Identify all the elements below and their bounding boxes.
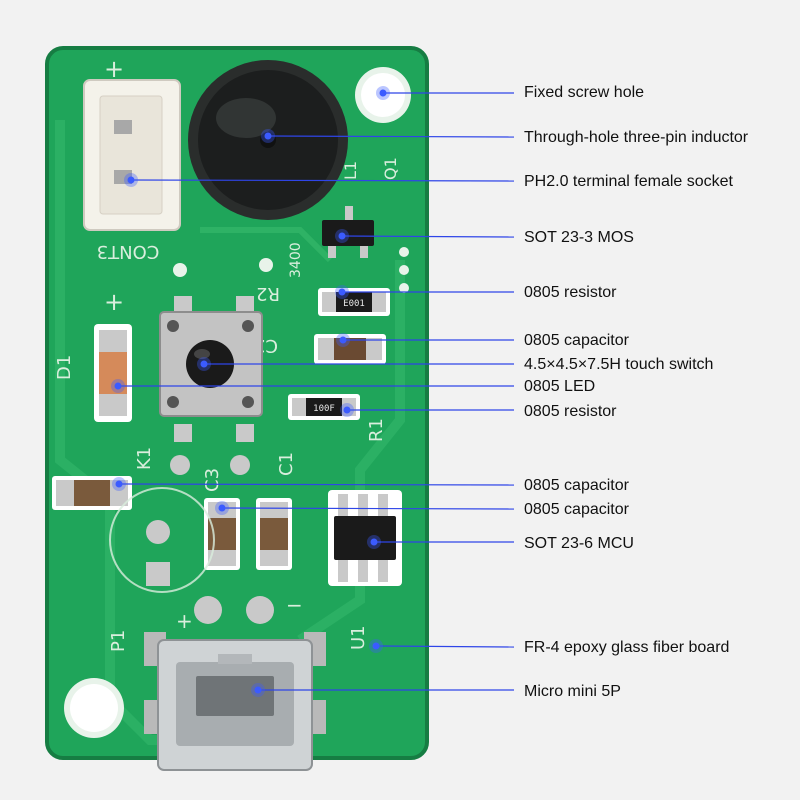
callout-line-fr4-board (375, 645, 515, 648)
capacitor-c3 (204, 498, 240, 570)
callout-dot-resistor-top (338, 288, 346, 296)
power-pad-plus (194, 596, 222, 624)
terminal-socket (83, 79, 181, 231)
callout-dot-micro-usb (254, 686, 262, 694)
power-pad-minus (246, 596, 274, 624)
callout-capacitor-left: 0805 capacitor (524, 477, 629, 494)
callout-dot-fr4-board (372, 642, 380, 650)
mcu-chip (328, 490, 402, 586)
callout-touch-switch: 4.5×4.5×7.5H touch switch (524, 356, 714, 373)
callout-led: 0805 LED (524, 378, 596, 395)
callout-line-mos (341, 235, 515, 238)
callout-dot-capacitor-left (115, 480, 123, 488)
callout-resistor-top: 0805 resistor (524, 284, 617, 301)
callout-mos: SOT 23-3 MOS (524, 229, 634, 246)
silk-r1: R1 (366, 418, 387, 442)
callout-micro-usb: Micro mini 5P (524, 683, 621, 700)
silk-3400: 3400 (288, 242, 304, 278)
silk-q1: Q1 (381, 157, 400, 180)
callout-line-inductor (267, 135, 515, 138)
via (173, 263, 187, 277)
callout-dot-inductor (264, 132, 272, 140)
callout-dot-capacitor-c3 (218, 504, 226, 512)
silk-u1: U1 (348, 625, 369, 650)
through-pad (146, 562, 170, 586)
silk-r2: R2 (256, 283, 280, 304)
capacitor-left (52, 476, 132, 510)
capacitor-c1 (256, 498, 292, 570)
via (399, 265, 409, 275)
callout-dot-led (114, 382, 122, 390)
callout-dot-capacitor-top (339, 336, 347, 344)
resistor-top (318, 288, 390, 316)
callout-line-capacitor-left (118, 483, 515, 486)
silk-plus-d1: + (104, 288, 124, 316)
silk-k1: K1 (134, 447, 155, 470)
callout-capacitor-c3: 0805 capacitor (524, 501, 629, 518)
mos-chip (322, 206, 374, 258)
capacitor-top (314, 334, 386, 364)
switch-pin (170, 455, 190, 475)
callout-dot-fixed-screw-hole (379, 89, 387, 97)
callout-resistor-mid: 0805 resistor (524, 403, 617, 420)
callout-dot-touch-switch (200, 360, 208, 368)
callout-fr4-board: FR-4 epoxy glass fiber board (524, 639, 730, 656)
chipmark-r-top: E001 (343, 299, 365, 309)
chipmark-r-mid: 100F (313, 404, 335, 414)
callout-dot-resistor-mid (343, 406, 351, 414)
screw-hole-bottom-inner (70, 684, 118, 732)
through-pad (146, 520, 170, 544)
callout-line-terminal-socket (130, 179, 515, 182)
silk-cont3: CONT3 (97, 241, 160, 262)
callout-dot-mcu (370, 538, 378, 546)
callout-terminal-socket: PH2.0 terminal female socket (524, 173, 733, 190)
callout-inductor: Through-hole three-pin inductor (524, 129, 749, 146)
pcb-trace-region (297, 260, 405, 645)
pcb-trace (200, 227, 333, 263)
via (259, 258, 273, 272)
callout-capacitor-top: 0805 capacitor (524, 332, 629, 349)
silk-l1: L1 (341, 161, 360, 180)
via (399, 247, 409, 257)
silk-p1: P1 (108, 630, 129, 652)
callout-mcu: SOT 23-6 MCU (524, 535, 634, 552)
silk-c1: C1 (276, 452, 297, 476)
silk-outline (109, 487, 215, 593)
silk-plus-p1: + (176, 609, 193, 633)
micro-usb (144, 632, 326, 771)
callout-line-capacitor-c3 (221, 507, 515, 510)
silk-minus-p1: − (286, 593, 303, 617)
callout-fixed-screw-hole: Fixed screw hole (524, 84, 645, 101)
silk-c3: C3 (202, 468, 223, 492)
silk-plus-top: + (104, 55, 124, 83)
callout-dot-terminal-socket (127, 176, 135, 184)
via (399, 283, 409, 293)
switch-pin (230, 455, 250, 475)
led (94, 324, 132, 422)
silk-d1: D1 (54, 355, 75, 380)
callout-dot-mos (338, 232, 346, 240)
resistor-mid (288, 394, 360, 420)
